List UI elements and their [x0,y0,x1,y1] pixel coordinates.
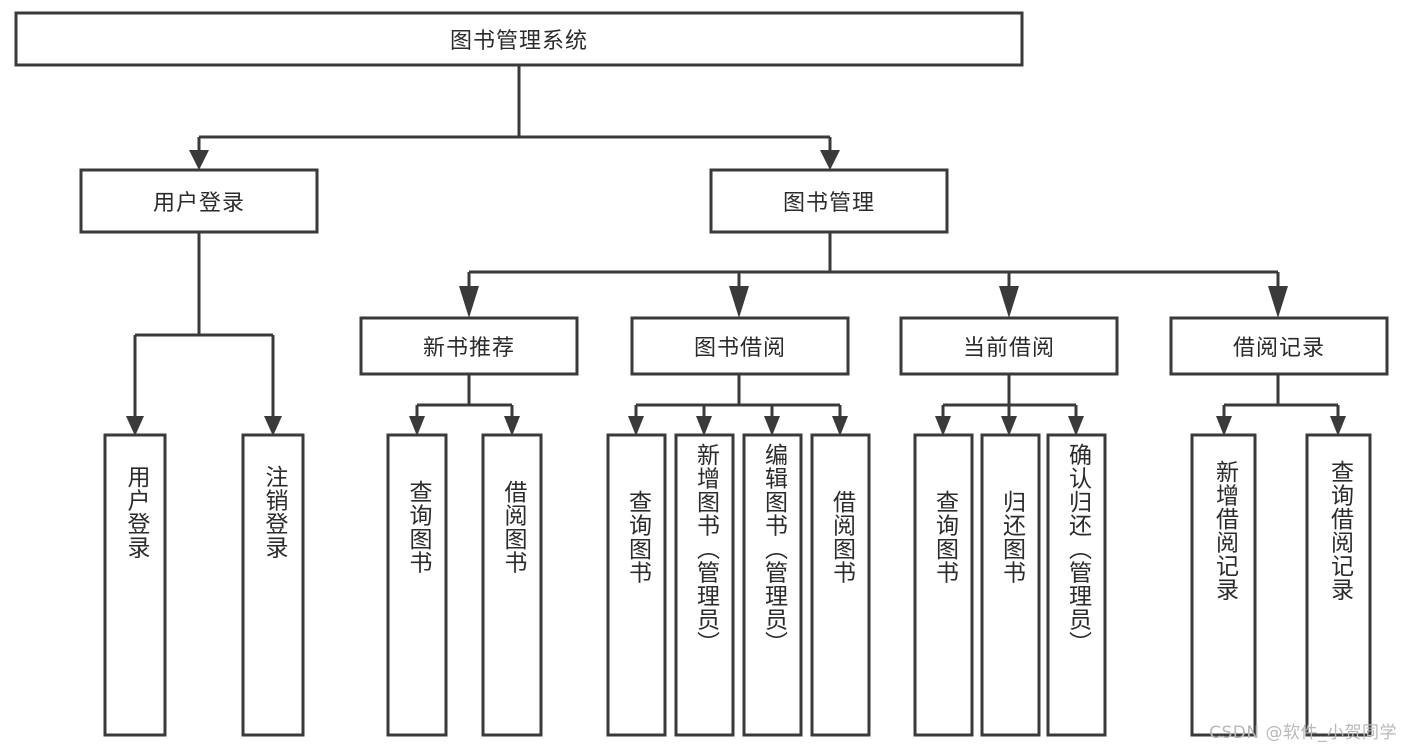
arrow-nb-leaf2 [504,416,520,436]
arrow-userlogin-leaf2 [264,416,282,436]
arrow-bm-borrow [729,286,749,318]
node-leaf-logout[interactable] [241,433,305,737]
arrow-root-book-manage [820,150,840,170]
node-leaf-query-record[interactable] [1305,433,1372,737]
arrow-bm-record [1268,286,1288,318]
arrow-br-leaf1 [1216,416,1232,436]
arrow-bm-current [999,286,1019,318]
node-leaf-borrow-book-1[interactable] [481,433,543,737]
node-leaf-query-book-1[interactable] [386,433,448,737]
arrow-bb-leaf4 [832,416,848,436]
arrow-root-user-login [189,150,209,170]
connector-group [126,66,1346,436]
node-book-manage[interactable] [709,168,949,234]
node-user-login[interactable] [79,168,319,234]
node-leaf-edit-book[interactable] [742,433,803,737]
node-leaf-confirm-return[interactable] [1046,433,1107,737]
node-borrow-record[interactable] [1169,316,1389,376]
node-leaf-borrow-book-2[interactable] [810,433,871,737]
csdn-watermark: CSDN @软件_小贺同学 [1209,723,1397,743]
node-current-borrow[interactable] [899,316,1119,376]
node-leaf-query-book-2[interactable] [606,433,667,737]
arrow-cb-leaf2 [1001,416,1017,436]
node-new-book-rec[interactable] [359,316,579,376]
node-leaf-query-book-3[interactable] [913,433,974,737]
arrow-br-leaf2 [1330,416,1346,436]
arrow-cb-leaf3 [1068,416,1084,436]
arrow-bb-leaf3 [764,416,780,436]
node-leaf-add-book[interactable] [674,433,735,737]
node-book-borrow[interactable] [630,316,850,376]
arrow-bb-leaf2 [696,416,712,436]
arrow-nb-leaf1 [409,416,425,436]
node-leaf-user-login[interactable] [103,433,167,737]
node-leaf-add-record[interactable] [1190,433,1257,737]
node-box-group [14,11,1389,737]
arrow-userlogin-leaf1 [126,416,144,436]
arrow-cb-leaf1 [935,416,951,436]
arrow-bm-newbook [459,286,479,318]
node-root[interactable] [14,11,1024,67]
arrow-bb-leaf1 [628,416,644,436]
node-leaf-return-book[interactable] [980,433,1041,737]
